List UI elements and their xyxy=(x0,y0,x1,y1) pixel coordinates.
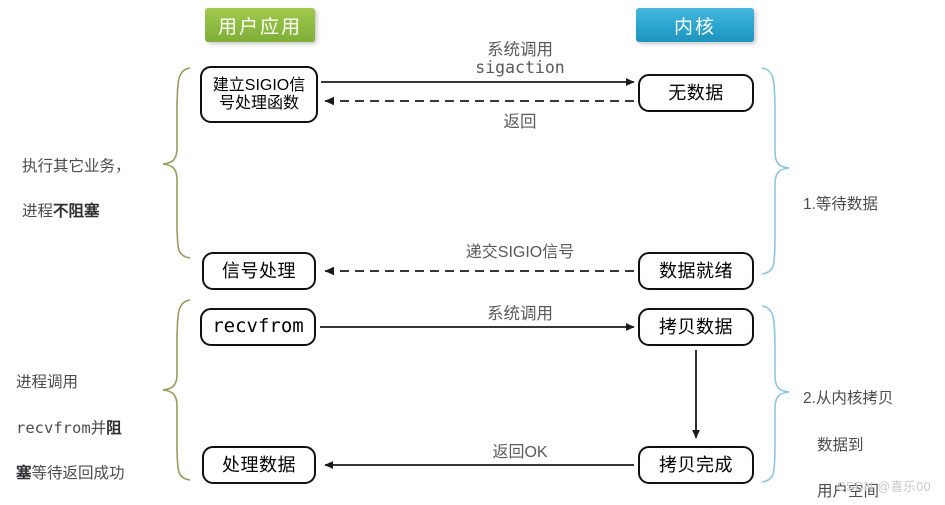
brace-right-step2 xyxy=(761,305,790,483)
annotation-left-blocking-line2-bold: 阻 xyxy=(106,420,122,438)
brace-right-step1 xyxy=(761,67,790,275)
edge-label-sigaction: sigaction xyxy=(475,58,565,77)
annotation-left-blocking-line3: 塞等待返回成功 xyxy=(16,463,176,485)
watermark: CSDN @喜乐00 xyxy=(836,480,931,494)
header-user-application-label: 用户应用 xyxy=(217,16,302,38)
edge-label-syscall: 系统调用 xyxy=(487,305,553,323)
node-no-data[interactable]: 无数据 xyxy=(638,74,754,112)
node-copy-done[interactable]: 拷贝完成 xyxy=(638,446,754,484)
node-signal-handle-label: 信号处理 xyxy=(222,260,296,281)
annotation-right-step2: 2.从内核拷贝 数据到 用户空间 xyxy=(803,364,943,505)
edge-label-return: 返回 xyxy=(503,113,537,131)
header-kernel: 内核 xyxy=(636,8,754,42)
annotation-left-wait-line1: 执行其它业务， xyxy=(22,158,131,176)
annotation-left-blocking-line3-normal: 等待返回成功 xyxy=(31,465,125,483)
header-kernel-label: 内核 xyxy=(673,16,716,38)
node-setup-sigio-handler-line2: 号处理函数 xyxy=(218,94,299,112)
node-process-data[interactable]: 处理数据 xyxy=(202,446,316,484)
node-recvfrom[interactable]: recvfrom xyxy=(200,308,316,346)
header-user-application: 用户应用 xyxy=(205,8,315,42)
edge-label-deliver-sigio: 递交SIGIO信号 xyxy=(465,244,575,261)
node-process-data-label: 处理数据 xyxy=(222,454,296,475)
annotation-left-blocking-line1: 进程调用 xyxy=(16,374,79,392)
annotation-left-blocking-line2: recvfrom并阻 xyxy=(16,417,176,440)
edge-label-return-ok: 返回OK xyxy=(492,444,548,461)
node-data-ready[interactable]: 数据就绪 xyxy=(638,252,754,290)
annotation-right-step1: 1.等待数据 xyxy=(803,170,943,240)
node-signal-handle[interactable]: 信号处理 xyxy=(202,252,316,290)
node-copy-data-label: 拷贝数据 xyxy=(659,316,733,337)
annotation-left-wait-line2-bold: 不阻塞 xyxy=(53,203,100,221)
annotation-right-step2-line1: 2.从内核拷贝 xyxy=(803,390,894,408)
node-no-data-label: 无数据 xyxy=(668,82,724,103)
annotation-right-step2-line2: 数据到 xyxy=(817,436,864,454)
annotation-right-step1-label: 1.等待数据 xyxy=(803,196,878,214)
annotation-left-blocking: 进程调用 recvfrom并阻 塞等待返回成功 标示 xyxy=(16,350,176,505)
annotation-left-wait-line2: 进程不阻塞 xyxy=(22,201,172,223)
annotation-left-wait-line2-normal: 进程 xyxy=(22,203,54,221)
annotation-left-blocking-line2-normal: 并 xyxy=(90,420,107,438)
edge-label-syscall-line1: 系统调用 xyxy=(487,41,553,59)
annotation-right-step2-line3: 用户空间 xyxy=(817,483,880,501)
node-setup-sigio-handler-line1: 建立SIGIO信 xyxy=(212,76,306,94)
node-setup-sigio-handler[interactable]: 建立SIGIO信 号处理函数 xyxy=(200,66,318,123)
node-recvfrom-label: recvfrom xyxy=(212,315,304,338)
node-copy-data[interactable]: 拷贝数据 xyxy=(638,308,754,346)
annotation-left-wait: 执行其它业务， 进程不阻塞 xyxy=(22,134,172,246)
annotation-left-blocking-recvfrom: recvfrom xyxy=(16,419,91,438)
node-data-ready-label: 数据就绪 xyxy=(659,260,733,281)
annotation-left-blocking-line3-bold: 塞 xyxy=(16,465,32,483)
node-copy-done-label: 拷贝完成 xyxy=(659,454,733,475)
